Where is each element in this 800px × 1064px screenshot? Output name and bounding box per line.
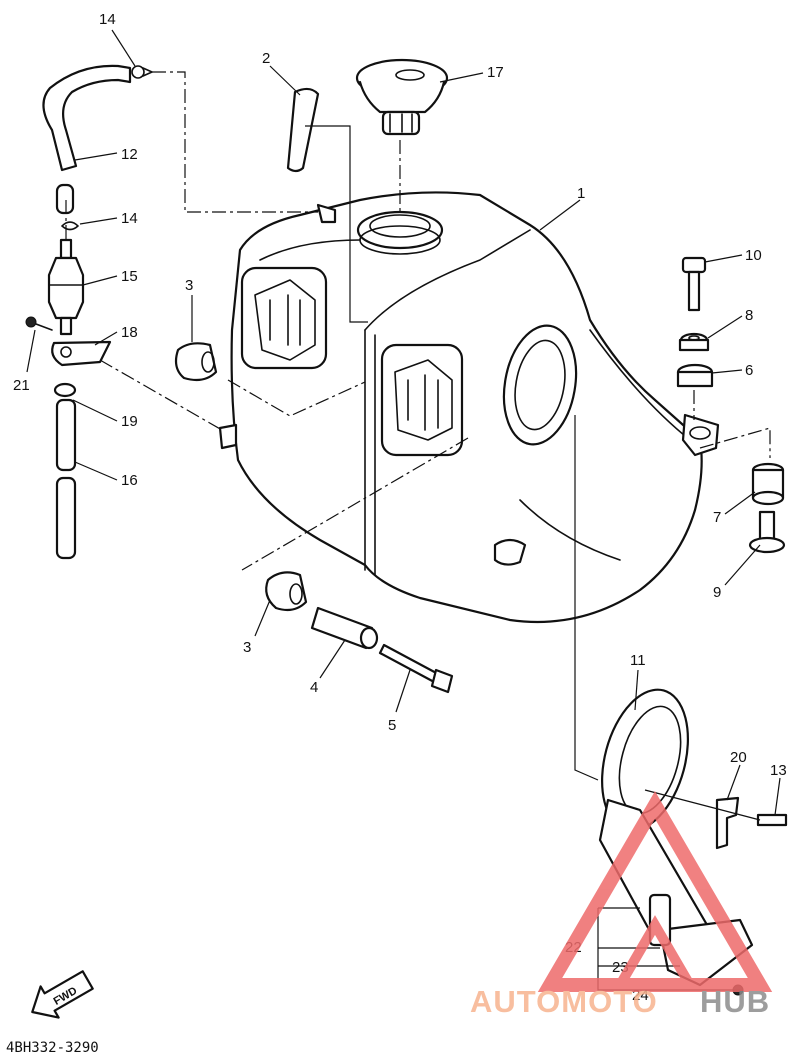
label-2: 2 <box>262 50 270 67</box>
label-10: 10 <box>745 247 762 264</box>
label-9: 9 <box>713 584 721 601</box>
fuel-tank-cap <box>355 58 449 136</box>
label-3-top: 3 <box>185 277 193 294</box>
label-8: 8 <box>745 307 753 324</box>
label-3-bottom: 3 <box>243 639 251 656</box>
label-12: 13 <box>770 762 787 779</box>
label-leaders <box>26 29 781 816</box>
label-17: 17 <box>487 64 504 81</box>
label-6: 6 <box>745 362 753 379</box>
rear-mount-hardware <box>676 256 786 554</box>
label-5: 5 <box>388 717 396 734</box>
svg-text:AUTOMOTO: AUTOMOTO <box>470 984 658 1019</box>
breather-hose <box>286 87 320 173</box>
diagram-code: 4BH332-3290 <box>6 1040 99 1056</box>
label-14-mid: 14 <box>121 210 138 227</box>
label-21: 21 <box>13 377 30 394</box>
label-7: 7 <box>713 509 721 526</box>
label-14-top: 14 <box>99 11 116 28</box>
label-11: 11 <box>630 652 646 669</box>
label-18: 18 <box>121 324 138 341</box>
fuel-tank <box>218 191 720 624</box>
label-16: 16 <box>121 472 138 489</box>
label-13: 12 <box>121 146 138 163</box>
watermark-logo: AUTOMOTO HUB <box>470 791 773 1019</box>
label-15: 15 <box>121 268 138 285</box>
label-20: 20 <box>730 749 747 766</box>
label-1: 1 <box>577 185 585 202</box>
label-19: 19 <box>121 413 138 430</box>
front-mount-hardware <box>174 342 454 694</box>
fwd-arrow-icon: FWD <box>31 970 94 1019</box>
svg-text:HUB: HUB <box>700 984 770 1019</box>
fuel-line-group <box>25 64 153 560</box>
label-4: 4 <box>310 679 318 696</box>
